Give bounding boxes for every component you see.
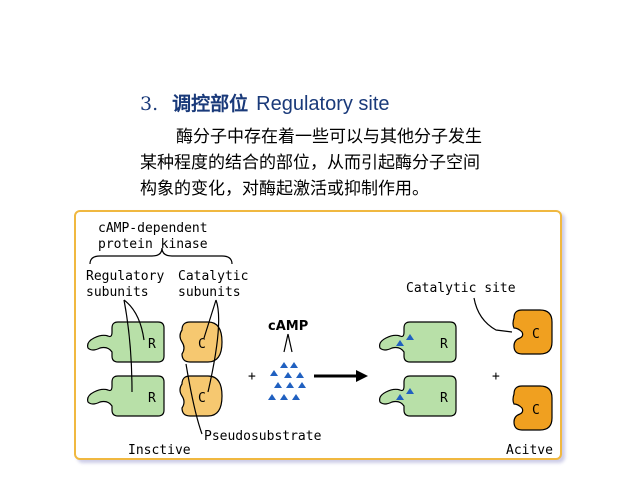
c-letter: C — [198, 391, 206, 406]
camp-pointer — [283, 333, 293, 353]
active-label: Acitve — [506, 443, 553, 458]
kinase-label-line-2: protein kinase — [98, 237, 208, 252]
kinase-label-line-1: cAMP-dependent — [98, 221, 208, 236]
r-letter: R — [148, 391, 156, 406]
reaction-arrow — [314, 370, 368, 382]
regulatory-label-line-2: subunits — [86, 285, 149, 300]
catalytic-subunit-free-top: C — [512, 309, 553, 355]
para-line-3: 构象的变化，对酶起激活或抑制作用。 — [140, 179, 429, 199]
protein-kinase-diagram: cAMP-dependent protein kinase Regulatory… — [74, 210, 562, 460]
c-letter: C — [198, 337, 206, 352]
catalytic-label-line-2: subunits — [178, 285, 241, 300]
c-letter: C — [532, 403, 540, 418]
inactive-label: Insctive — [128, 443, 191, 458]
regulatory-subunit-bottom-right: R — [379, 375, 457, 417]
catalytic-label-line-1: Catalytic — [178, 269, 248, 284]
r-letter: R — [440, 391, 448, 406]
regulatory-subunit-bottom-left: R — [86, 375, 165, 417]
catalytic-site-pointer — [473, 297, 513, 333]
section-title-cn: 调控部位 — [172, 93, 249, 115]
para-line-2: 某种程度的结合的部位，从而引起酶分子空间 — [140, 153, 480, 173]
plus-sign-right: + — [492, 369, 500, 384]
pseudosubstrate-label: Pseudosubstrate — [204, 429, 322, 444]
para-line-1: 酶分子中存在着一些可以与其他分子发生 — [176, 127, 482, 147]
catalytic-subunit-free-bottom: C — [512, 385, 553, 431]
regulatory-label-line-1: Regulatory — [86, 269, 164, 284]
camp-molecules — [268, 362, 306, 400]
catalytic-subunit-top-left: C — [179, 321, 223, 363]
section-title-en: Regulatory site — [256, 93, 390, 115]
catalytic-site-label: Catalytic site — [406, 281, 516, 296]
diagram-svg: cAMP-dependent protein kinase Regulatory… — [86, 221, 553, 458]
regulatory-subunit-top-right: R — [379, 321, 457, 363]
catalytic-subunit-bottom-left: C — [179, 375, 223, 417]
description-paragraph: 酶分子中存在着一些可以与其他分子发生 某种程度的结合的部位，从而引起酶分子空间 … — [140, 124, 540, 202]
c-letter: C — [532, 327, 540, 342]
r-letter: R — [148, 337, 156, 352]
plus-sign-left: + — [248, 369, 256, 384]
section-number: 3. — [140, 93, 159, 115]
camp-label: cAMP — [268, 319, 308, 334]
section-heading: 3. 调控部位 Regulatory site — [140, 89, 390, 116]
kinase-brace — [89, 247, 233, 265]
r-letter: R — [440, 337, 448, 352]
regulatory-subunit-top-left: R — [86, 321, 165, 363]
label-pointers — [123, 299, 220, 435]
